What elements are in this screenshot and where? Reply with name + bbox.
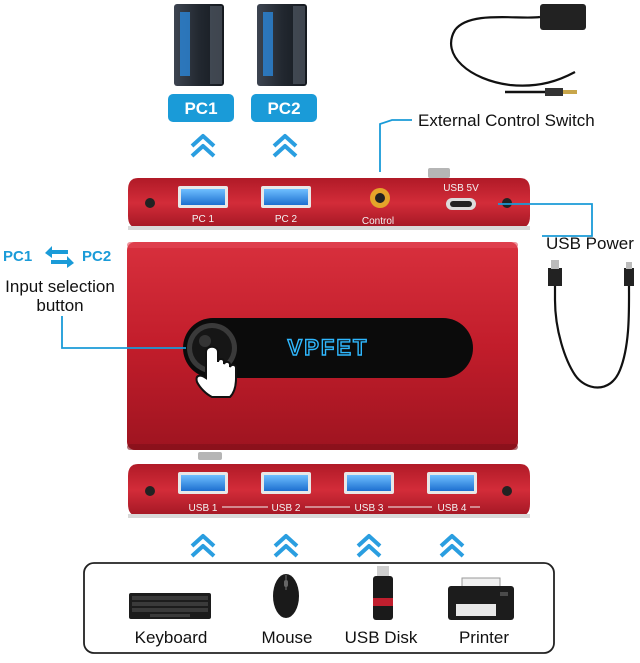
input-pc1-label: PC1 (3, 248, 32, 265)
usb2-up-arrows-icon (273, 534, 299, 558)
screw-icon (145, 198, 155, 208)
control-jack-icon (370, 188, 390, 208)
usb5v-port-label: USB 5V (443, 183, 479, 194)
device-label-usb-disk: USB Disk (345, 628, 418, 647)
printer-icon (448, 577, 514, 620)
usb-port-2 (261, 472, 311, 494)
devices-box (83, 562, 555, 654)
port-label-usb1: USB 1 (189, 503, 218, 514)
screw-icon (145, 486, 155, 496)
usb-disk-icon (373, 566, 393, 620)
input-pc2-label: PC2 (82, 248, 111, 265)
swap-arrows-icon (45, 246, 74, 268)
usb-power-cable-icon (548, 260, 634, 389)
pc2-up-arrows-icon (272, 134, 298, 158)
usb-power-callout-line (498, 203, 593, 237)
bottom-panel: USB 1 USB 2 USB 3 USB 4 (128, 464, 530, 518)
input-selection-label-line2: button (36, 296, 83, 315)
usb-c-port-icon (446, 198, 476, 210)
usb1-up-arrows-icon (190, 534, 216, 558)
external-control-label: External Control Switch (418, 111, 595, 130)
brand-logo: VPFET (288, 335, 369, 360)
pc2-label: PC2 (267, 99, 300, 118)
pc1-badge: PC1 (168, 94, 234, 122)
usb-port-4 (427, 472, 477, 494)
port-label-usb2: USB 2 (272, 503, 301, 514)
screw-icon (502, 486, 512, 496)
usb-power-label: USB Power (546, 234, 634, 253)
usb-port-pc2 (261, 186, 311, 208)
device-label-keyboard: Keyboard (135, 628, 208, 647)
input-selection-label-line1: Input selection (5, 277, 115, 296)
pc2-badge: PC2 (251, 94, 317, 122)
pc1-up-arrows-icon (190, 134, 216, 158)
usb-port-pc1 (178, 186, 228, 208)
port-label-pc1: PC 1 (192, 214, 215, 225)
usb-port-1 (178, 472, 228, 494)
port-label-usb3: USB 3 (355, 503, 384, 514)
input-callout-line (61, 316, 186, 349)
keyboard-icon (129, 593, 211, 619)
pc1-tower-icon (174, 4, 224, 86)
usb4-up-arrows-icon (439, 534, 465, 558)
device-label-mouse: Mouse (261, 628, 312, 647)
mouse-icon (273, 574, 299, 618)
pc1-label: PC1 (184, 99, 217, 118)
pointing-hand-icon (195, 345, 237, 398)
port-label-usb4: USB 4 (438, 503, 467, 514)
kvm-switch-body: VPFET (127, 242, 518, 460)
screw-icon (502, 198, 512, 208)
usb-port-3 (344, 472, 394, 494)
usb3-up-arrows-icon (356, 534, 382, 558)
pc2-tower-icon (257, 4, 307, 86)
top-panel: PC 1 PC 2 Control USB 5V (128, 168, 530, 230)
control-port-label: Control (362, 216, 394, 227)
device-label-printer: Printer (459, 628, 509, 647)
external-control-switch-icon (449, 4, 586, 96)
port-label-pc2: PC 2 (275, 214, 298, 225)
control-callout-line (379, 119, 412, 172)
